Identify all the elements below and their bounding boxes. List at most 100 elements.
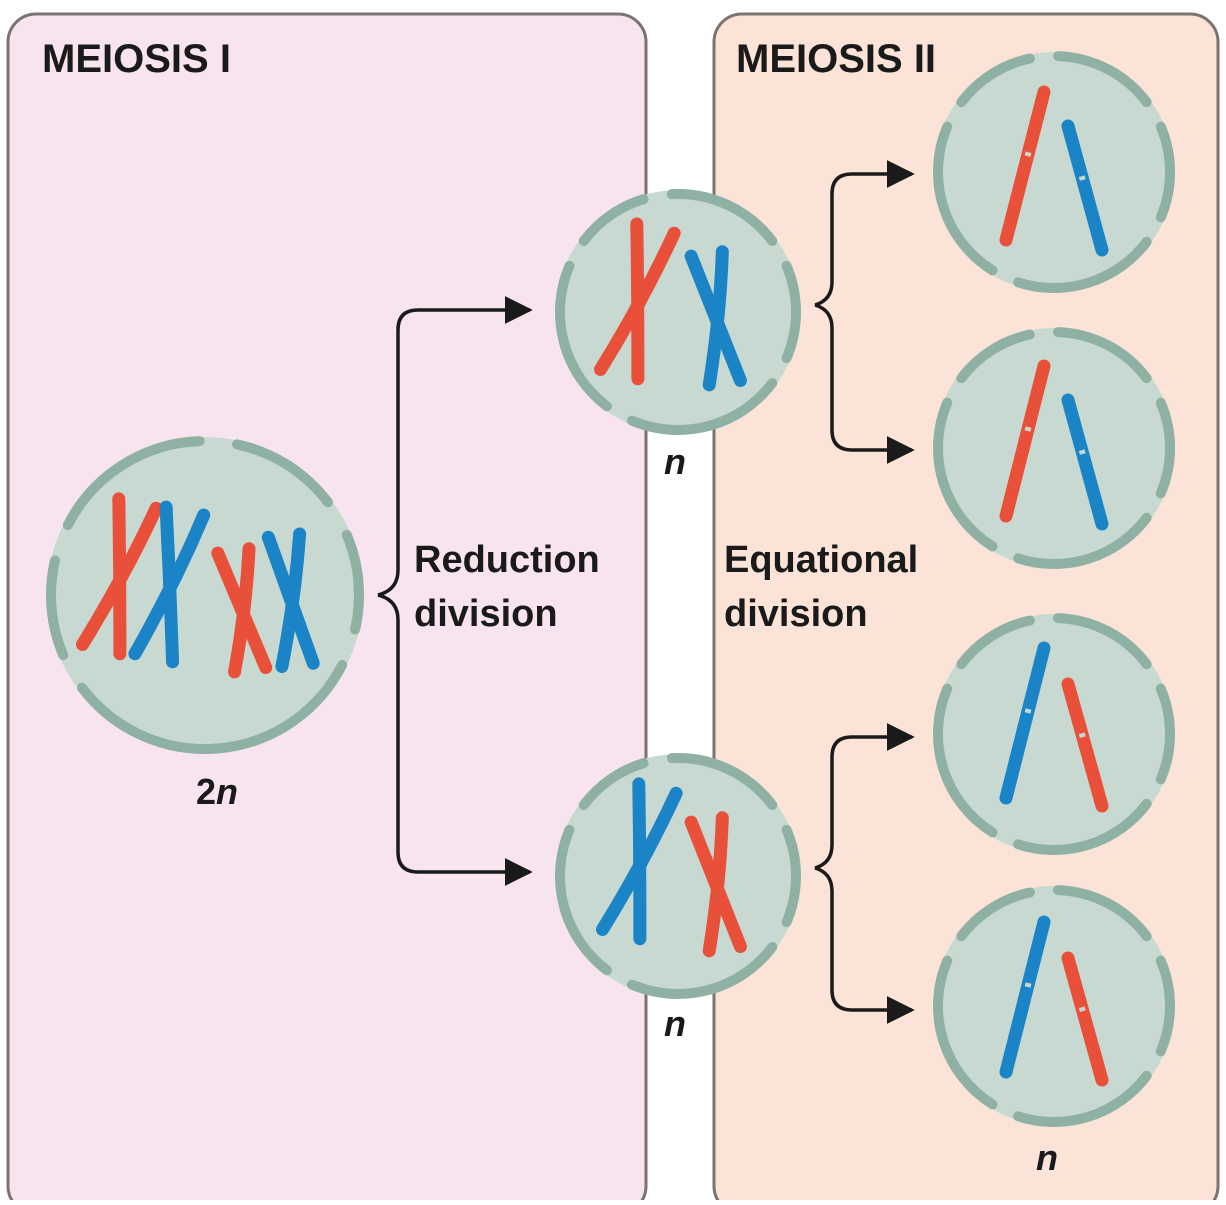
- chromatid: [999, 85, 1051, 247]
- centromere: [1024, 982, 1032, 988]
- chromatid-blue: [1061, 393, 1109, 531]
- nuclear-membrane-segment: [578, 758, 649, 810]
- centromere: [1024, 426, 1032, 432]
- centromere: [1078, 449, 1086, 455]
- chromatid: [1061, 677, 1109, 813]
- nuclear-membrane-segment: [555, 824, 612, 976]
- nuclear-membrane-segment: [781, 260, 801, 364]
- chromatid: [702, 811, 729, 958]
- chromatid: [128, 508, 211, 661]
- nuclear-membrane-segment: [781, 824, 801, 928]
- cell-cytoplasm: [934, 614, 1174, 854]
- meiosis-2-daughter-cell-2: [933, 327, 1175, 569]
- chromatid: [228, 542, 256, 679]
- cell-cytoplasm: [934, 52, 1174, 292]
- chromatid: [999, 359, 1051, 523]
- meiosis-2-daughter-cell-1: [933, 51, 1175, 293]
- nuclear-membrane-segment: [555, 260, 612, 412]
- reduction-division-label-line2: division: [414, 593, 558, 635]
- reduction-division-label-line1: Reduction: [414, 539, 600, 581]
- meiosis-1-title: MEIOSIS I: [42, 37, 231, 81]
- nuclear-membrane-segment: [341, 529, 364, 635]
- chromatid-red: [1061, 677, 1109, 813]
- nuclear-membrane-segment: [1013, 512, 1152, 569]
- chromatid: [596, 786, 683, 936]
- nuclear-membrane-segment: [626, 378, 778, 435]
- equational-division-label-line1: Equational: [724, 539, 918, 581]
- equational-division-label-line2: division: [724, 593, 868, 635]
- nuclear-membrane-segment: [933, 683, 998, 838]
- centromere: [1078, 1006, 1086, 1012]
- nuclear-membrane-segment: [956, 53, 1035, 108]
- meiosis-2-title: MEIOSIS II: [736, 37, 936, 81]
- chromatid: [702, 245, 729, 392]
- chromatid-red: [999, 85, 1051, 247]
- chromosome-blue-large: [128, 500, 211, 669]
- nuclear-membrane-segment: [933, 955, 998, 1110]
- nuclear-membrane-segment: [1013, 798, 1152, 855]
- meiosis-2-daughter-cell-4: [933, 885, 1175, 1127]
- meiosis-1-daughter-cell-top: [555, 189, 801, 435]
- nuclear-membrane-segment: [1053, 885, 1152, 942]
- nuclear-membrane-segment: [956, 615, 1035, 670]
- centromere: [1078, 175, 1086, 181]
- chromatid-red: [1061, 951, 1109, 1087]
- ploidy-label-n-bottom: n: [664, 1003, 686, 1044]
- nuclear-membrane-segment: [1053, 613, 1152, 670]
- nuclear-membrane-segment: [62, 436, 205, 531]
- nuclear-membrane-segment: [1053, 327, 1152, 384]
- nuclear-membrane-segment: [1013, 236, 1152, 293]
- chromosome-red-large: [76, 492, 163, 661]
- cell-cytoplasm: [47, 437, 363, 753]
- nuclear-membrane-segment: [232, 439, 333, 508]
- chromosome-red-small: [211, 542, 273, 679]
- nuclear-membrane-segment: [77, 659, 348, 754]
- centromere: [1024, 151, 1032, 157]
- nuclear-membrane-segment: [1155, 683, 1175, 785]
- ploidy-label-2n: 2n: [196, 771, 238, 812]
- chromatid-blue: [999, 641, 1051, 805]
- ploidy-number: 2: [196, 771, 216, 812]
- nuclear-membrane-segment: [933, 397, 998, 552]
- equational-connector-top: [814, 160, 915, 464]
- meiosis-1-daughter-cell-bottom: [555, 753, 801, 999]
- nuclear-membrane-segment: [1155, 121, 1175, 223]
- chromatid: [594, 226, 681, 376]
- chromosome-red: [594, 217, 681, 386]
- nuclear-membrane-segment: [1053, 51, 1152, 108]
- centromere: [1024, 708, 1032, 714]
- reduction-connector: [377, 296, 533, 886]
- chromosome-blue: [596, 777, 683, 946]
- nuclear-membrane-segment: [1155, 397, 1175, 499]
- chromatid-blue: [1061, 119, 1109, 257]
- nuclear-membrane-segment: [933, 121, 998, 276]
- centromere: [1078, 732, 1086, 738]
- equational-connector-bottom: [814, 723, 915, 1024]
- chromosome-blue: [684, 245, 747, 392]
- chromatid-red: [999, 359, 1051, 523]
- nuclear-membrane-segment: [46, 555, 69, 661]
- chromatid: [999, 641, 1051, 805]
- nuclear-membrane-segment: [1013, 1070, 1152, 1127]
- ploidy-letter: n: [216, 771, 238, 812]
- nuclear-membrane-segment: [578, 194, 649, 246]
- nuclear-membrane-segment: [626, 942, 778, 999]
- ploidy-label-n-final: n: [1036, 1137, 1058, 1178]
- cell-cytoplasm: [934, 886, 1174, 1126]
- chromatid: [275, 527, 307, 674]
- parent-cell-2n: [46, 436, 364, 754]
- chromatid: [1061, 393, 1109, 531]
- meiosis-2-daughter-cell-3: [933, 613, 1175, 855]
- chromatid: [999, 915, 1051, 1079]
- chromatid: [76, 501, 163, 651]
- nuclear-membrane-segment: [1155, 955, 1175, 1057]
- chromatid: [1061, 951, 1109, 1087]
- nuclear-membrane-segment: [956, 887, 1035, 942]
- chromatid-blue: [999, 915, 1051, 1079]
- chromosome-red: [684, 811, 747, 958]
- chromosome-blue-small: [261, 527, 320, 674]
- chromatid: [1061, 119, 1109, 257]
- ploidy-label-n-top: n: [664, 441, 686, 482]
- nuclear-membrane-segment: [666, 753, 778, 810]
